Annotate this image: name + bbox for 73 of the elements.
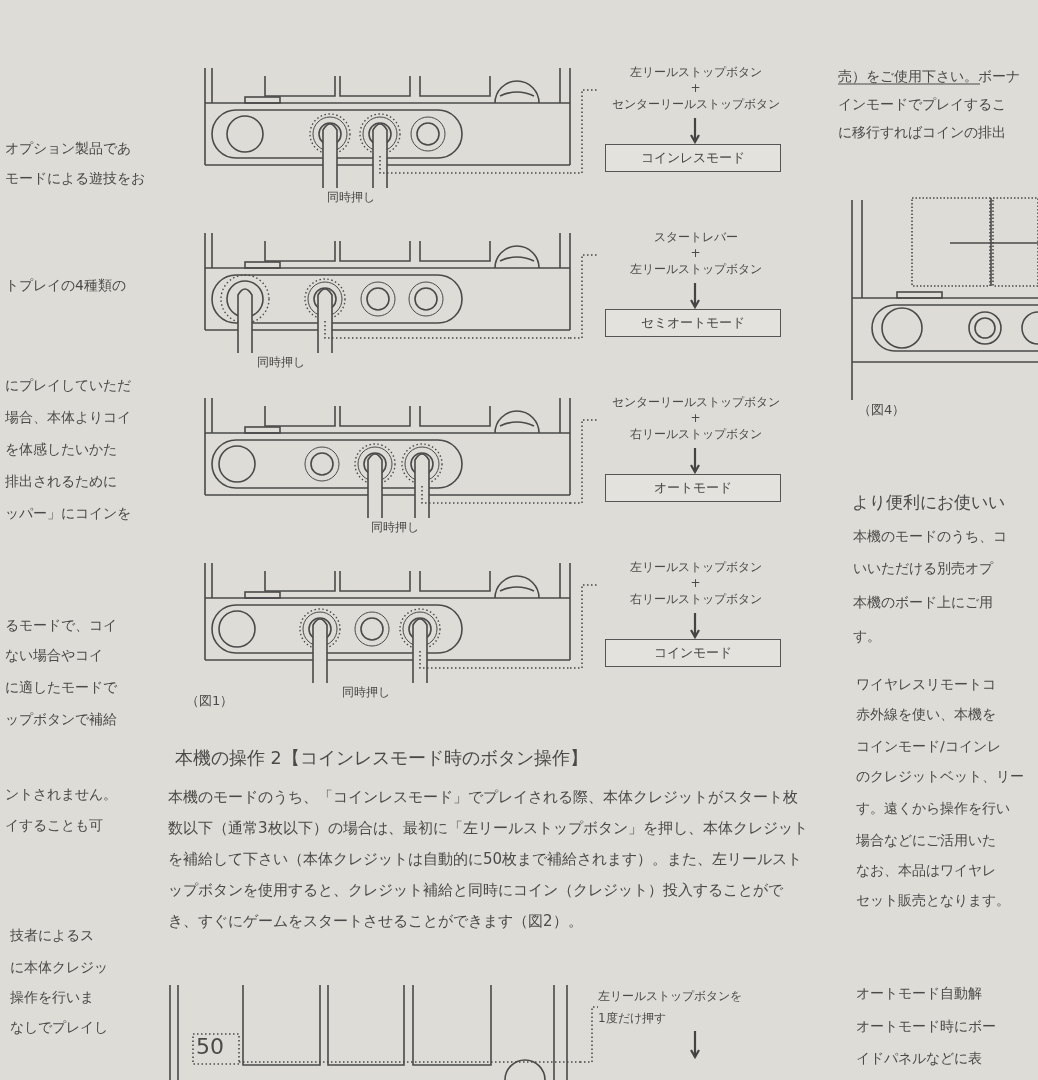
text-line: す。	[853, 628, 881, 645]
text-line: 場合などにご活用いた	[856, 832, 996, 849]
arrow	[689, 1031, 701, 1059]
node-label: 同時押し	[342, 685, 390, 700]
text-line: を体感したいかた	[5, 441, 117, 458]
arrow	[689, 283, 701, 309]
counter-digits: 50	[196, 1034, 224, 1061]
button-name-text: 左リールストップボタン	[629, 559, 762, 575]
node-label: 同時押し	[370, 520, 419, 535]
text-line: す。遠くから操作を行い	[856, 800, 1010, 817]
button-name-text: +	[690, 575, 701, 591]
text-line: なしでプレイし	[10, 1019, 108, 1036]
arrow	[689, 448, 701, 474]
dotted-leader-line	[569, 419, 599, 504]
text-line: に本体クレジッ	[10, 959, 108, 976]
dotted-leader-line	[569, 89, 599, 174]
text-line: なお、本品はワイヤレ	[856, 862, 996, 879]
text-line: オートモード時にボー	[856, 1018, 996, 1035]
mode-box: オートモード	[605, 474, 781, 502]
text-line: イすることも可	[5, 817, 103, 834]
button-name-text: +	[690, 245, 701, 261]
dotted-leader-line	[579, 1006, 599, 1063]
text-line: インモードでプレイするこ	[838, 96, 1006, 113]
text-line: 技者によるス	[10, 927, 94, 944]
text-line: モードによる遊技をお	[5, 170, 145, 187]
text-line: コインモード/コインレ	[856, 738, 1001, 755]
text-line: いいただける別売オプ	[853, 560, 993, 577]
text-line: に移行すればコインの排出	[838, 124, 1006, 141]
node-label: 同時押し	[257, 355, 305, 370]
mode-box: コインレスモード	[605, 144, 781, 172]
paragraph: 本機のモードのうち、「コインレスモード」でプレイされる際、本体クレジットがスタート枚数以下（通常3枚以下）の場合は、最初に「左リールストップボタン」を押し、本体クレジットを補給して下さい（本体クレジットは自動的に50枚まで補給されます）。また、左リールストップボタンを使用すると、クレジット補給と同時にコイン（クレジット）投入することができ、すぐにゲームをスタートさせることができます（図2）。	[168, 787, 808, 932]
text-line: のクレジットベット、リー	[856, 768, 1024, 785]
text-line: にプレイしていただ	[5, 377, 131, 394]
text-line: イドパネルなどに表	[856, 1050, 982, 1067]
dotted-leader-line	[569, 584, 599, 669]
arrow	[689, 118, 701, 144]
node-label: 同時押し	[327, 190, 375, 205]
button-name-text: 右リールストップボタン	[629, 426, 762, 442]
button-name-text: 左リールストップボタン	[629, 64, 762, 80]
button-name-text: 右リールストップボタン	[629, 591, 762, 607]
text-line: 操作を行いま	[10, 989, 94, 1006]
button-name-text: センターリールストップボタン	[611, 394, 780, 410]
mode-box: コインモード	[605, 639, 781, 667]
text-line: 売）をご使用下さい。ボーナ	[838, 68, 1020, 85]
text-line: ップボタンで補給	[5, 711, 117, 728]
section-heading: より便利にお使いい	[852, 492, 1005, 513]
text-line: トプレイの4種類の	[5, 277, 126, 294]
text-line: ない場合やコイ	[5, 647, 103, 664]
dotted-leader-line	[569, 254, 599, 339]
text-line: 本機のモードのうち、コ	[853, 528, 1007, 545]
mode-box: セミオートモード	[605, 309, 781, 337]
button-name-text: +	[690, 410, 701, 426]
text-line: 排出されるために	[5, 473, 117, 490]
button-name-text: 左リールストップボタン	[629, 261, 762, 277]
text-line: 赤外線を使い、本機を	[856, 706, 996, 723]
figure-label: （図1）	[186, 693, 234, 709]
arrow	[689, 613, 701, 639]
text-line: オプション製品であ	[5, 140, 131, 157]
text-line: 場合、本体よりコイ	[5, 409, 131, 426]
text-line: 本機のボード上にご用	[853, 594, 993, 611]
text-line: ッパー」にコインを	[5, 505, 131, 522]
instruction-text: 左リールストップボタンを1度だけ押す	[598, 985, 748, 1029]
text-line: に適したモードで	[5, 679, 117, 696]
text-line: セット販売となります。	[856, 892, 1010, 909]
button-name-text: スタートレバー	[653, 229, 738, 245]
text-line: ントされません。	[5, 786, 117, 803]
button-name-text: +	[690, 80, 701, 96]
text-line: ワイヤレスリモートコ	[856, 676, 996, 693]
button-name-text: センターリールストップボタン	[611, 96, 780, 112]
text-line: るモードで、コイ	[5, 617, 117, 634]
text-line: オートモード自動解	[856, 985, 982, 1002]
figure-label: （図4）	[858, 402, 906, 418]
section-heading: 本機の操作 2【コインレスモード時のボタン操作】	[175, 748, 588, 769]
